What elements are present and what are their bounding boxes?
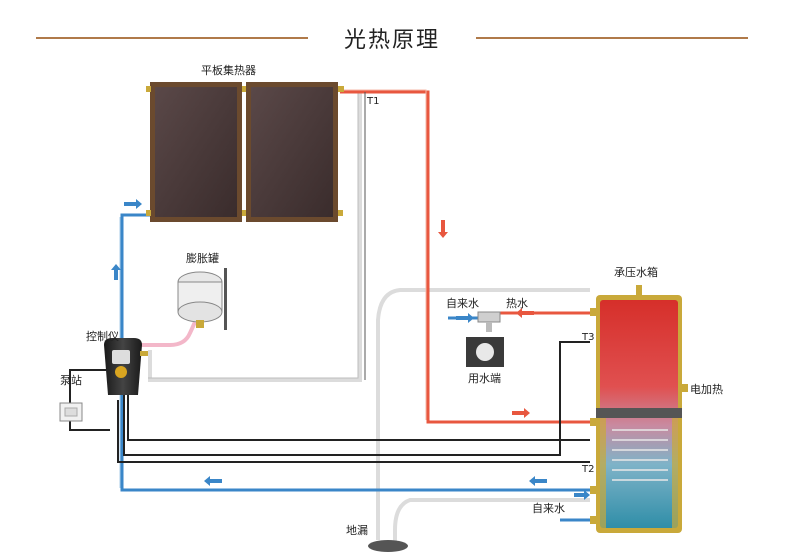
faucet-icon <box>466 311 504 367</box>
flow-arrows <box>111 199 590 500</box>
header: 光热原理 <box>0 18 800 58</box>
control-wires <box>69 341 590 463</box>
t1-label: T1 <box>366 96 379 107</box>
expansion-tank-label: 膨胀罐 <box>186 251 219 265</box>
flat-plate-collector <box>146 82 344 222</box>
usage-label: 用水端 <box>468 372 501 385</box>
electric-heater-label: 电加热 <box>690 383 723 396</box>
expansion-pipe <box>140 321 197 347</box>
page-title: 光热原理 <box>343 28 440 53</box>
t2-label: T2 <box>581 464 594 475</box>
return-pipes-outline <box>148 90 359 379</box>
pump-station-icon <box>59 402 83 422</box>
controller-icon <box>104 338 148 395</box>
floor-drain-label: 地漏 <box>346 524 368 537</box>
pump-station-label: 泵站 <box>60 373 82 387</box>
title-rule-left <box>36 37 308 39</box>
expansion-tank-icon <box>177 268 227 330</box>
collector-label: 平板集热器 <box>201 63 256 77</box>
cold-in-label: 自来水 <box>446 297 479 310</box>
controller-label: 控制仪 <box>86 329 119 343</box>
hot-pipes <box>340 90 590 424</box>
cold-in-bottom-label: 自来水 <box>532 502 565 515</box>
pressure-tank-label: 承压水箱 <box>614 265 658 279</box>
pressure-tank <box>590 285 688 533</box>
t3-label: T3 <box>581 332 594 343</box>
hot-water-label: 热水 <box>506 297 528 310</box>
return-pipes <box>148 90 590 545</box>
title-rule-right <box>476 37 748 39</box>
floor-drain-icon <box>368 540 408 552</box>
